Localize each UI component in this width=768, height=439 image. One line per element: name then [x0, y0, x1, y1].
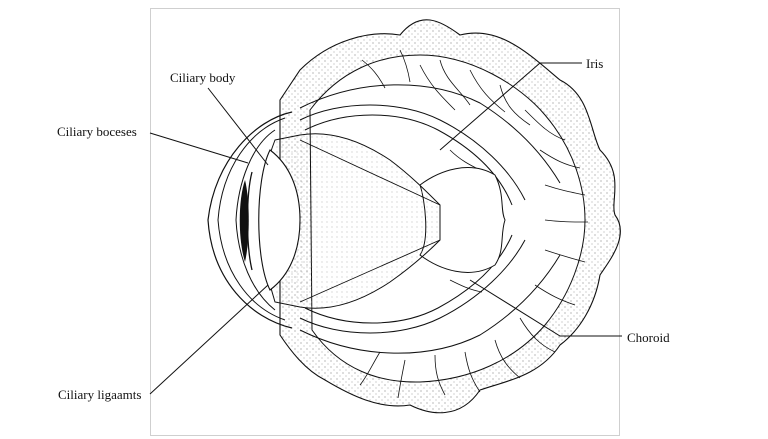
label-ciliary-body: Ciliary body: [170, 70, 236, 85]
label-choroid: Choroid: [627, 330, 670, 345]
lens: [258, 149, 301, 291]
choroid-band-bottom: [299, 239, 526, 334]
figure-frame: [150, 8, 620, 436]
pupil: [239, 180, 249, 262]
label-ciliary-ligaments: Ciliary ligaamts: [58, 387, 142, 402]
label-iris: Iris: [586, 56, 604, 71]
label-ciliary-processes: Ciliary boceses: [57, 124, 137, 139]
